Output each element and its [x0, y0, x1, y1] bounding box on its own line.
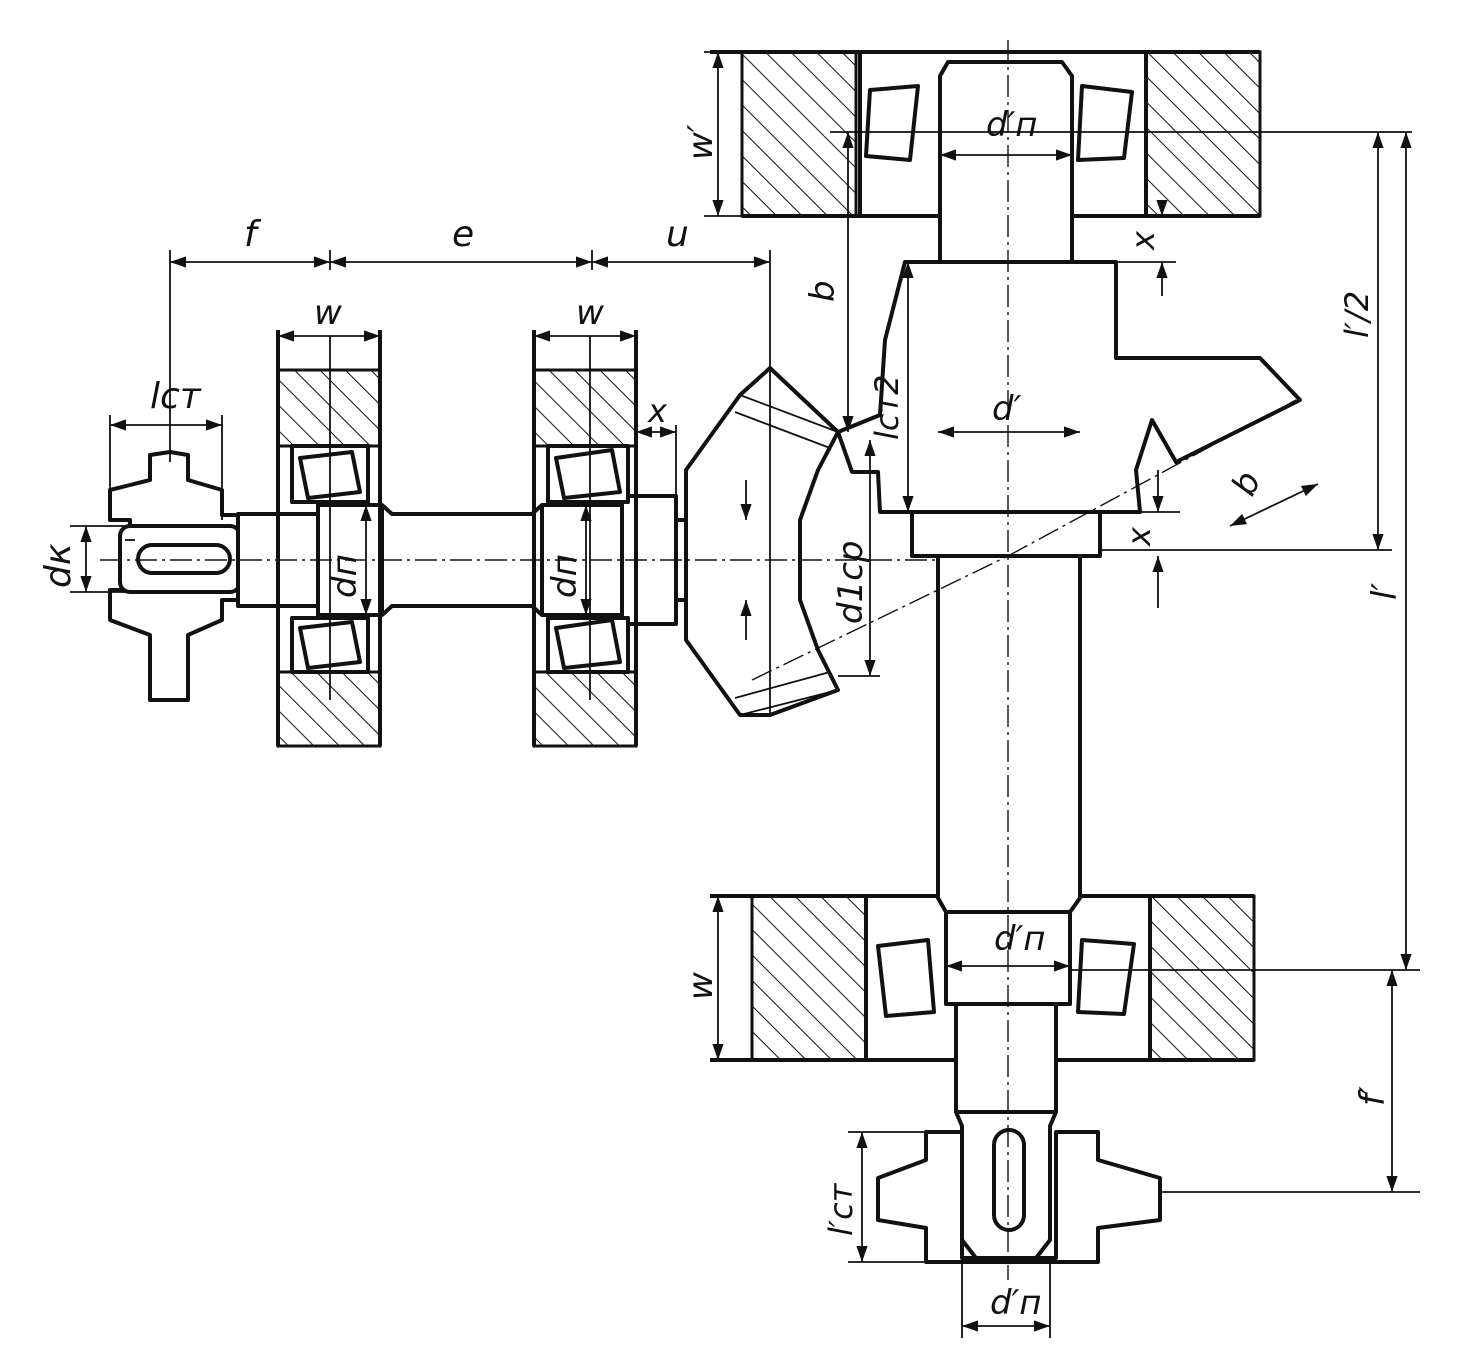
label-b-slanted: b [1224, 465, 1269, 501]
housing-wall-left-top [276, 368, 382, 448]
label-d-1sr: d1ср [831, 541, 871, 625]
housing-bottom-left [750, 894, 868, 1062]
label-w-right: w [576, 293, 604, 333]
label-w-prime: w′ [681, 124, 721, 160]
pinion-shaft-assembly [100, 330, 1000, 748]
label-x-lower-right: x [1120, 526, 1158, 547]
wheel-shaft [936, 60, 1082, 1260]
label-d-p-prime-bottom: d′п [994, 919, 1046, 959]
label-f-prime: f′ [1353, 1086, 1393, 1106]
housing-wall-right-bottom [532, 670, 638, 748]
keyway-output [992, 1128, 1026, 1232]
label-l-prime-half: l′/2 [1338, 291, 1376, 338]
housing-wall-left-bottom [276, 670, 382, 748]
label-l-st2: lст2 [868, 375, 906, 440]
label-e: e [452, 214, 474, 255]
roller-bottom-left [876, 938, 936, 1018]
dimension-labels: f e u w w x lст dк dп dп d1ср b lст2 w′ … [38, 105, 1405, 1323]
label-d-p-prime-output: d′п [990, 1283, 1042, 1323]
spacer-ring [910, 510, 1102, 558]
label-l-st-prime: l′ст [822, 1182, 860, 1236]
label-l-st: lст [150, 376, 202, 417]
roller-top-right [1076, 84, 1134, 162]
label-b-vertical: b [803, 280, 843, 302]
housing-top-right [1144, 50, 1262, 218]
label-w-left: w [314, 293, 342, 333]
roller-bottom-right [1076, 938, 1136, 1016]
bevel-pinion [684, 366, 840, 717]
housing-bottom-right [1148, 894, 1256, 1062]
label-l-prime: l′ [1365, 583, 1405, 600]
label-x-pinion: x [647, 392, 668, 430]
roller-right-bottom [554, 618, 622, 670]
dimensions [70, 51, 1420, 1338]
label-x-top-right: x [1124, 230, 1162, 251]
roller-right-top [554, 448, 622, 500]
wheel-shaft-assembly [710, 40, 1302, 1280]
output-coupling [876, 1130, 1162, 1264]
housing-wall-right-top [532, 368, 638, 448]
roller-top-left [864, 84, 920, 162]
label-d-p-left: dп [325, 554, 365, 598]
keyway [136, 543, 232, 575]
label-d-p-prime-top: d′п [986, 105, 1038, 145]
label-d-p-right: dп [545, 554, 585, 598]
label-w-bottom: w [681, 972, 721, 1000]
label-d-k: dк [38, 543, 79, 588]
label-f: f [244, 214, 262, 255]
label-u: u [666, 214, 689, 255]
housing-top-left [740, 50, 858, 218]
label-d-prime: d′ [992, 389, 1022, 429]
